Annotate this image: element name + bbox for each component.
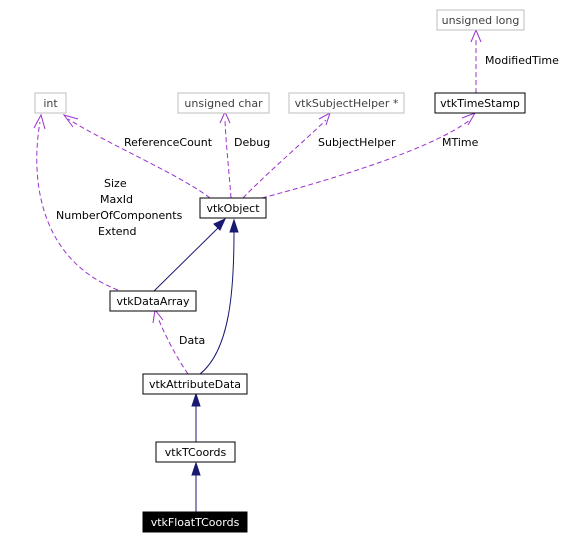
arrow-head-subject-helper bbox=[318, 111, 331, 126]
node-vtkfloattcoords: vtkFloatTCoords bbox=[142, 511, 248, 533]
edge-mtime bbox=[261, 119, 471, 199]
arrow-head-reference-count bbox=[62, 114, 79, 128]
node-unsigned-long: unsigned long bbox=[436, 9, 525, 31]
label-number-of-components: NumberOfComponents bbox=[56, 209, 183, 222]
label-reference-count: ReferenceCount bbox=[124, 136, 213, 149]
label-modified-time: ModifiedTime bbox=[485, 54, 559, 67]
node-label-unsigned-long: unsigned long bbox=[442, 14, 520, 27]
inheritance-edges bbox=[152, 217, 239, 512]
edge-data bbox=[157, 317, 189, 375]
label-subject-helper: SubjectHelper bbox=[318, 136, 396, 149]
node-label-int: int bbox=[43, 97, 58, 110]
arrow-head-mtime bbox=[461, 112, 477, 126]
arrow-head-attributedata-to-object bbox=[229, 218, 239, 233]
edge-subject-helper bbox=[242, 119, 327, 199]
arrow-head-dataarray-to-object bbox=[213, 217, 227, 231]
edge-reference-count bbox=[67, 118, 211, 199]
edge-labels: ModifiedTime ReferenceCount Debug Subjec… bbox=[56, 54, 559, 347]
label-max-id: MaxId bbox=[100, 193, 133, 206]
node-label-vtksubjecthelper: vtkSubjectHelper * bbox=[295, 97, 399, 110]
edge-attributedata-to-object bbox=[199, 231, 235, 375]
node-vtkdataarray[interactable]: vtkDataArray bbox=[109, 290, 197, 312]
node-label-vtkobject: vtkObject bbox=[206, 202, 260, 215]
label-mtime: MTime bbox=[442, 136, 479, 149]
node-label-vtkfloattcoords: vtkFloatTCoords bbox=[151, 516, 240, 529]
node-vtksubjecthelper: vtkSubjectHelper * bbox=[288, 92, 405, 114]
arrow-head-data bbox=[152, 308, 164, 324]
arrow-head-floattcoords-to-tcoords bbox=[191, 461, 201, 476]
edge-size-maxid bbox=[36, 121, 119, 291]
node-label-vtktcoords: vtkTCoords bbox=[165, 446, 227, 459]
label-extend: Extend bbox=[98, 225, 137, 238]
arrow-head-tcoords-to-attributedata bbox=[191, 392, 201, 407]
arrow-head-size-maxid bbox=[33, 113, 46, 130]
node-int: int bbox=[34, 92, 67, 114]
node-vtkobject[interactable]: vtkObject bbox=[199, 197, 267, 219]
label-size: Size bbox=[104, 177, 127, 190]
node-label-unsigned-char: unsigned char bbox=[184, 97, 263, 110]
node-vtkattributedata[interactable]: vtkAttributeData bbox=[142, 373, 248, 395]
node-label-vtkdataarray: vtkDataArray bbox=[116, 295, 190, 308]
node-vtktcoords[interactable]: vtkTCoords bbox=[155, 441, 236, 463]
edge-debug bbox=[224, 119, 232, 199]
node-unsigned-char: unsigned char bbox=[177, 92, 270, 114]
node-vtktimestamp[interactable]: vtkTimeStamp bbox=[434, 92, 526, 114]
edge-dataarray-to-object bbox=[152, 227, 219, 293]
node-label-vtktimestamp: vtkTimeStamp bbox=[440, 97, 520, 110]
label-debug: Debug bbox=[234, 136, 270, 149]
label-data: Data bbox=[179, 334, 205, 347]
node-label-vtkattributedata: vtkAttributeData bbox=[149, 378, 241, 391]
